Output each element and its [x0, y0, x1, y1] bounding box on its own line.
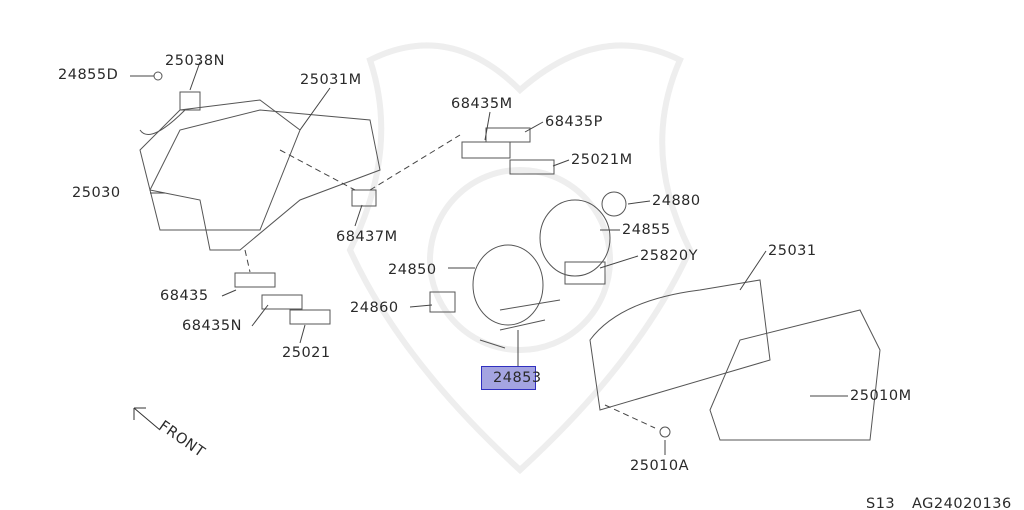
- part-label[interactable]: 24850: [388, 262, 437, 278]
- part-label[interactable]: 68435M: [451, 96, 513, 112]
- cluster-housing-rear: [139, 91, 381, 251]
- part-label[interactable]: 25031: [768, 243, 817, 259]
- part-label[interactable]: 25030: [72, 185, 121, 201]
- part-label[interactable]: 24855D: [58, 67, 119, 83]
- model-code: S13: [866, 496, 896, 510]
- watermark-logo: [346, 42, 694, 475]
- part-label[interactable]: 68435N: [182, 318, 242, 334]
- part-label[interactable]: 25010M: [850, 388, 912, 404]
- part-label[interactable]: 25010A: [630, 458, 690, 474]
- meter-speedo: [429, 191, 627, 349]
- part-label[interactable]: 25021M: [571, 152, 633, 168]
- part-label[interactable]: 25038N: [165, 53, 225, 69]
- part-label[interactable]: 24880: [652, 193, 701, 209]
- part-label[interactable]: 24855: [622, 222, 671, 238]
- front-arrow-icon: [133, 407, 161, 431]
- part-label[interactable]: 25031M: [300, 72, 362, 88]
- part-label[interactable]: 25820Y: [640, 248, 698, 264]
- cluster-lid: [589, 279, 881, 441]
- part-label[interactable]: 68437M: [336, 229, 398, 245]
- diagram-code: AG24020136: [912, 496, 1012, 510]
- part-label[interactable]: 68435: [160, 288, 209, 304]
- part-label[interactable]: 68435P: [545, 114, 603, 130]
- part-label-highlighted[interactable]: 24853: [493, 370, 542, 386]
- highlight-box: [481, 366, 536, 390]
- dashed-lines: [244, 134, 656, 429]
- part-label[interactable]: 25021: [282, 345, 331, 361]
- part-label[interactable]: 24860: [350, 300, 399, 316]
- leader-lines: [130, 61, 848, 455]
